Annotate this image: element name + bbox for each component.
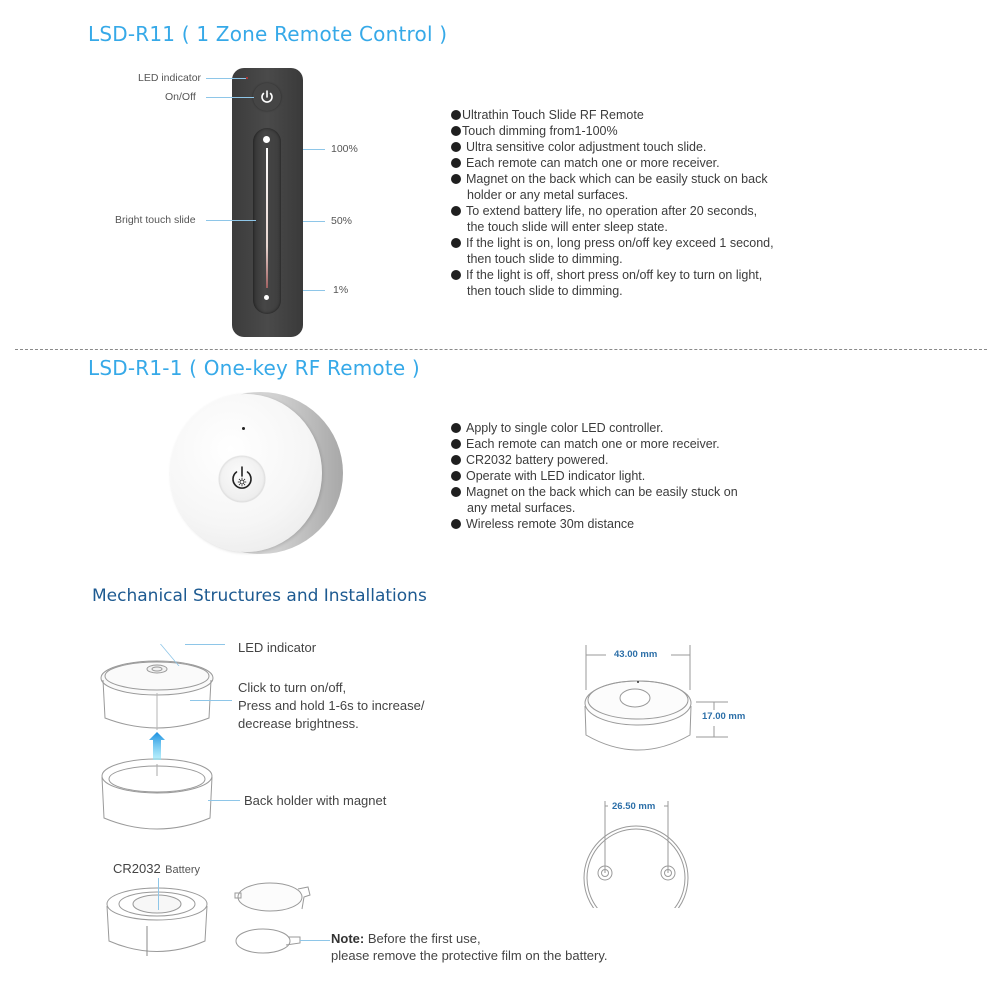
label-led-indicator: LED indicator <box>138 72 202 84</box>
feature-item: Magnet on the back which can be easily s… <box>450 484 790 516</box>
section1-title: LSD-R11 ( 1 Zone Remote Control ) <box>88 22 448 46</box>
feature-text-cont: then touch slide to dimming. <box>467 284 623 298</box>
note-text-1: Before the first use, <box>364 931 481 946</box>
feature-text: Operate with LED indicator light. <box>466 469 646 483</box>
leader-battery <box>158 878 159 910</box>
note-line2: please remove the protective film on the… <box>331 948 608 963</box>
label-back-holder: Back holder with magnet <box>244 793 387 808</box>
feature-text: Each remote can match one or more receiv… <box>466 437 720 451</box>
feature-text: Ultrathin Touch Slide RF Remote <box>462 108 644 122</box>
feature-text: Wireless remote 30m distance <box>466 517 635 531</box>
slide-top-dot <box>263 136 270 143</box>
leader-button-mech <box>190 700 232 701</box>
dimension-height: 17.00 mm <box>702 711 746 722</box>
label-click-line3: decrease brightness. <box>238 716 359 731</box>
feature-item: Ultrathin Touch Slide RF Remote <box>450 107 810 123</box>
feature-text: Each remote can match one or more receiv… <box>466 156 720 170</box>
leader-note <box>300 940 330 941</box>
feature-item: Apply to single color LED controller. <box>450 420 790 436</box>
power-icon <box>261 90 273 103</box>
feature-item: Each remote can match one or more receiv… <box>450 436 790 452</box>
feature-text-cont: any metal surfaces. <box>467 501 576 515</box>
mechanical-title: Mechanical Structures and Installations <box>92 586 427 606</box>
feature-text: Apply to single color LED controller. <box>466 421 664 435</box>
feature-item: Ultra sensitive color adjustment touch s… <box>450 139 810 155</box>
section1-feature-list: Ultrathin Touch Slide RF Remote Touch di… <box>450 107 810 299</box>
battery-word: Battery <box>165 864 201 876</box>
feature-text: Magnet on the back which can be easily s… <box>466 172 768 186</box>
label-led-indicator-mech: LED indicator <box>238 640 317 655</box>
dimension-hole-spacing: 26.50 mm <box>612 801 656 812</box>
section2-title: LSD-R1-1 ( One-key RF Remote ) <box>88 356 420 380</box>
feature-text: To extend battery life, no operation aft… <box>466 204 758 218</box>
slide-bottom-dot <box>264 295 269 300</box>
up-arrow-icon <box>149 732 165 760</box>
feature-item: If the light is off, short press on/off … <box>450 267 810 299</box>
leader-100 <box>303 149 325 150</box>
feature-item: Each remote can match one or more receiv… <box>450 155 810 171</box>
leader-on-off <box>206 97 254 98</box>
label-click-line1: Click to turn on/off, <box>238 680 347 695</box>
label-50-percent: 50% <box>331 215 353 227</box>
feature-text-cont: holder or any metal surfaces. <box>467 188 629 202</box>
feature-text: CR2032 battery powered. <box>466 453 609 467</box>
slide-track-line <box>266 148 268 288</box>
note-line1: Note: Before the first use, <box>331 930 481 947</box>
label-1-percent: 1% <box>333 284 349 296</box>
feature-text-cont: then touch slide to dimming. <box>467 252 623 266</box>
feature-item: Operate with LED indicator light. <box>450 468 790 484</box>
feature-text-cont: the touch slide will enter sleep state. <box>467 220 668 234</box>
battery-model: CR2032 <box>113 861 161 876</box>
section2-feature-list: Apply to single color LED controller. Ea… <box>450 420 790 532</box>
note-label: Note: <box>331 931 365 946</box>
label-bright-touch-slide: Bright touch slide <box>115 214 196 226</box>
feature-item: Touch dimming from1-100% <box>450 123 810 139</box>
feature-item: If the light is on, long press on/off ke… <box>450 235 810 267</box>
power-brightness-button <box>219 456 265 502</box>
feature-text: If the light is off, short press on/off … <box>466 268 763 282</box>
power-button <box>253 83 281 111</box>
exploded-assembly-diagram <box>100 660 214 956</box>
label-battery: CR2032 Battery <box>113 860 200 878</box>
feature-text: Ultra sensitive color adjustment touch s… <box>466 140 707 154</box>
feature-text: Touch dimming from1-100% <box>462 124 618 138</box>
leader-led-mech <box>185 644 225 645</box>
round-remote-image <box>170 394 322 552</box>
label-click-line2: Press and hold 1-6s to increase/ <box>238 698 425 713</box>
battery-and-film-diagram <box>234 882 311 954</box>
power-sun-icon <box>232 466 252 489</box>
label-on-off: On/Off <box>165 91 196 103</box>
led-indicator-dot <box>246 77 248 79</box>
feature-item: Magnet on the back which can be easily s… <box>450 171 810 203</box>
slide-remote-image <box>232 68 303 337</box>
dimension-diagram-side <box>584 645 728 751</box>
feature-item: Wireless remote 30m distance <box>450 516 790 532</box>
leader-50 <box>303 221 325 222</box>
feature-item: CR2032 battery powered. <box>450 452 790 468</box>
leader-led <box>206 78 246 79</box>
feature-text: Magnet on the back which can be easily s… <box>466 485 738 499</box>
leader-1 <box>303 290 325 291</box>
dimension-diameter: 43.00 mm <box>614 649 658 660</box>
dimension-diagram-back <box>583 801 689 908</box>
leader-slide <box>206 220 256 221</box>
feature-item: To extend battery life, no operation aft… <box>450 203 810 235</box>
label-100-percent: 100% <box>331 143 358 155</box>
feature-text: If the light is on, long press on/off ke… <box>466 236 774 250</box>
touch-slide <box>253 128 281 314</box>
leader-back-holder <box>208 800 240 801</box>
led-indicator-dot <box>242 427 245 430</box>
section-divider <box>15 349 987 350</box>
